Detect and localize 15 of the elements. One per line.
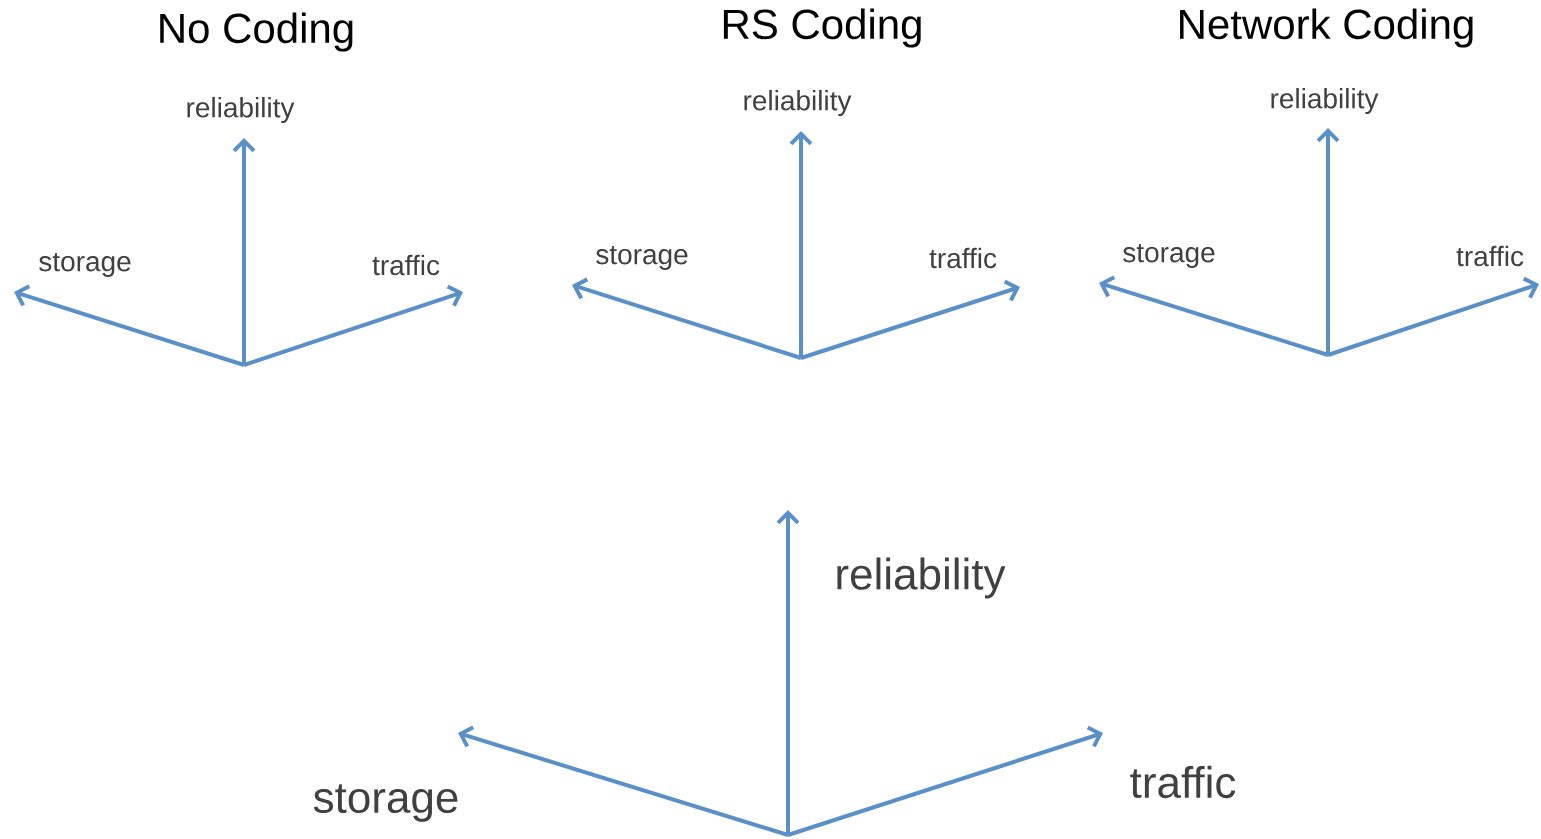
axis-label: traffic — [1456, 245, 1524, 267]
axis-label: traffic — [1130, 765, 1236, 799]
axis-label: storage — [1123, 244, 1215, 268]
axis-label: reliability — [1271, 87, 1379, 115]
axis-label: reliability — [744, 89, 852, 117]
axis-label: storage — [596, 246, 688, 270]
axis-label: traffic — [929, 247, 997, 269]
axis-label: reliability — [187, 96, 295, 124]
axis-label: storage — [39, 253, 131, 277]
panel-title: Network Coding — [1180, 8, 1473, 48]
axis-label: storage — [313, 784, 458, 822]
panel-title: No Coding — [160, 12, 353, 52]
panel-title: RS Coding — [723, 8, 921, 48]
axis-label: reliability — [837, 557, 1006, 599]
axis-label: traffic — [372, 254, 440, 276]
